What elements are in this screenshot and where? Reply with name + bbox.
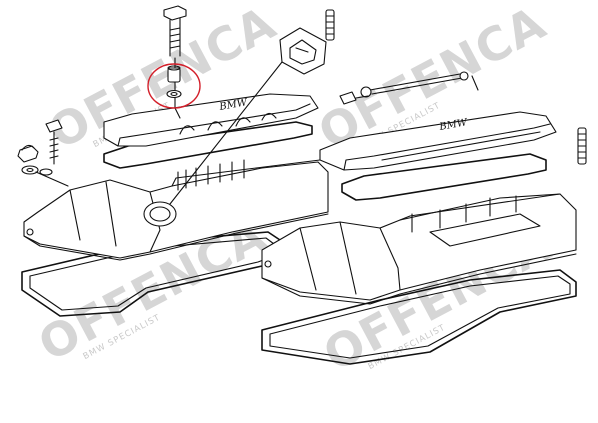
- nut-left-top: [17, 144, 39, 163]
- decor-cover-left: BMW: [103, 93, 319, 147]
- gasket-lower-right-inner: [269, 275, 571, 359]
- rod-assembly: [360, 71, 469, 98]
- highlighted-washer: [166, 89, 182, 99]
- leader-line-washer: [35, 171, 69, 187]
- nut-left-lower: [39, 168, 53, 176]
- valve-cover-right: [261, 193, 577, 305]
- bolt-left-side: [45, 119, 63, 165]
- valve-cover-left: [23, 159, 329, 261]
- washer-left: [21, 165, 39, 175]
- stud-top-right: [325, 9, 335, 41]
- decor-cover-right: BMW: [319, 111, 557, 171]
- highlight-circle: [147, 63, 201, 109]
- stud-far-right: [577, 127, 587, 165]
- bolt-rod-left: [339, 91, 369, 105]
- gasket-lower-left-inner: [29, 237, 275, 311]
- cover-right-studs: [411, 195, 517, 233]
- grommet-plug: [169, 27, 327, 205]
- decor-cover-left-script: BMW: [218, 97, 249, 113]
- highlighted-sleeve: [167, 65, 181, 83]
- leader-line-rod: [471, 75, 479, 91]
- decor-cover-right-script: BMW: [438, 117, 469, 133]
- gasket-lower-right: [261, 269, 577, 365]
- gasket-cover-right: [341, 153, 547, 201]
